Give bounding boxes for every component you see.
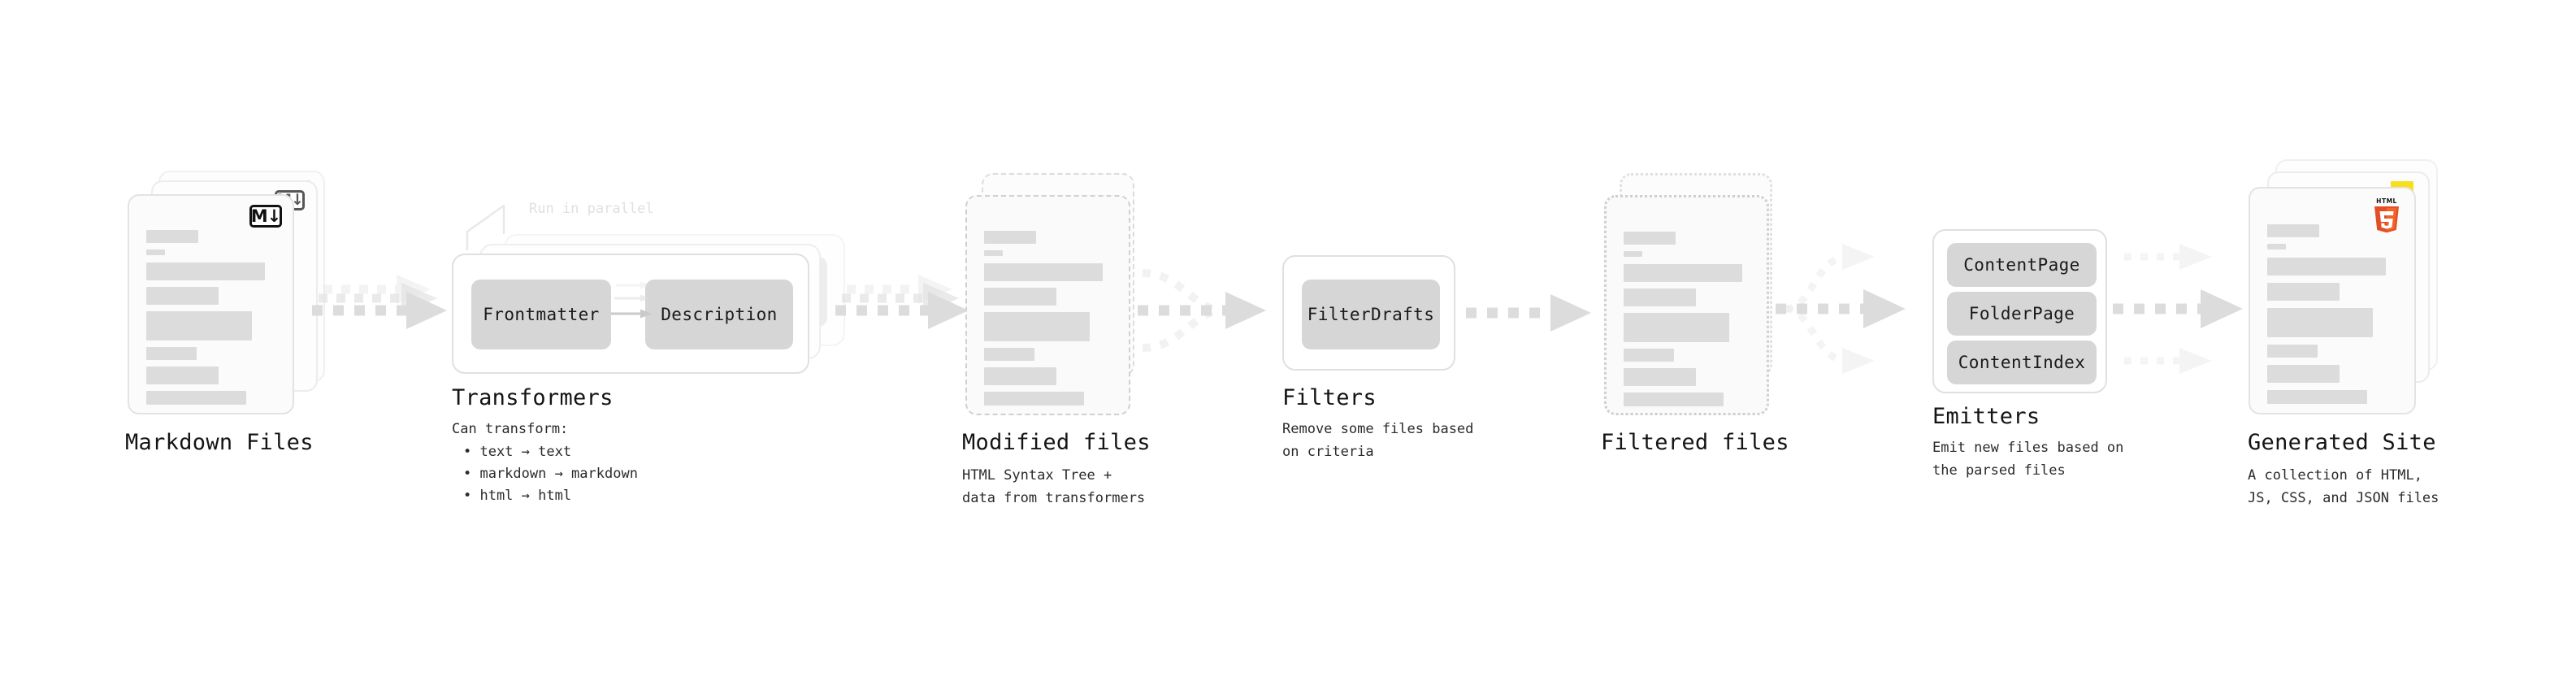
doc-bar — [1624, 264, 1742, 282]
doc-bar — [2267, 345, 2318, 358]
filters-subtitle: Remove some files based on criteria — [1282, 421, 1474, 460]
doc-bar — [146, 367, 219, 384]
doc-bar — [1624, 368, 1696, 386]
emitter-pill-contentpage[interactable]: ContentPage — [1947, 243, 2097, 287]
doc-bar — [984, 367, 1056, 385]
doc-bar — [2267, 258, 2386, 275]
doc-bar — [1624, 349, 1674, 362]
stage-title-transformers: Transformers — [452, 385, 614, 410]
transformer-pill-frontmatter[interactable]: Frontmatter — [471, 280, 611, 349]
doc-bar — [2267, 224, 2319, 237]
doc-bar — [2267, 283, 2340, 301]
modified-card-front — [965, 195, 1130, 415]
arrow-emitters-to-site — [2113, 244, 2243, 374]
doc-bar — [1624, 393, 1724, 406]
transformers-box-front: Frontmatter Description — [452, 254, 809, 374]
doc-bar — [984, 392, 1084, 406]
generated-site-subtitle: A collection of HTML, JS, CSS, and JSON … — [2248, 467, 2439, 506]
transformer-inner-arrows — [611, 281, 652, 319]
doc-bar — [1624, 313, 1729, 342]
emitter-pill-folderpage[interactable]: FolderPage — [1947, 292, 2097, 336]
markdown-badge-front: M↓ — [249, 205, 282, 228]
doc-bar — [984, 231, 1036, 244]
doc-bar — [2267, 244, 2286, 249]
stage-title-filters: Filters — [1282, 385, 1377, 410]
arrow-transformers-to-modified — [835, 275, 969, 329]
doc-bar — [984, 312, 1090, 341]
doc-bar — [984, 263, 1103, 281]
run-in-parallel-label: Run in parallel — [529, 201, 654, 217]
arrow-modified-to-filters — [1138, 269, 1266, 352]
doc-bar — [984, 348, 1034, 361]
doc-bar — [146, 287, 219, 305]
modified-files-subtitle: HTML Syntax Tree + data from transformer… — [962, 467, 1146, 506]
emitter-pill-contentindex[interactable]: ContentIndex — [1947, 340, 2097, 384]
emitters-subtitle: Emit new files based on the parsed files — [1932, 440, 2124, 479]
stage-title-filtered-files: Filtered files — [1601, 430, 1789, 455]
filters-box: FilterDrafts — [1282, 255, 1455, 371]
transformer-pill-description[interactable]: Description — [645, 280, 793, 349]
filter-pill-filterdrafts[interactable]: FilterDrafts — [1302, 280, 1440, 349]
doc-bar — [2267, 365, 2340, 383]
generated-card-front-html: HTML — [2249, 187, 2416, 414]
doc-bar — [984, 288, 1056, 306]
transformers-bullet-2: • html → html — [463, 488, 572, 504]
doc-bar — [146, 347, 197, 360]
transformers-subtitle: Can transform: — [452, 421, 569, 437]
doc-bar — [1624, 232, 1676, 245]
run-in-parallel-leader — [466, 204, 505, 251]
svg-text:HTML: HTML — [2376, 197, 2397, 205]
doc-bar — [146, 262, 265, 280]
stage-title-modified-files: Modified files — [962, 430, 1151, 455]
doc-bar — [2267, 308, 2373, 337]
stage-title-markdown-files: Markdown Files — [125, 430, 314, 455]
arrow-filtered-to-emitters — [1776, 244, 1906, 374]
html5-badge: HTML — [2374, 197, 2399, 233]
doc-bar — [2267, 390, 2367, 404]
arrow-markdown-to-transformers — [312, 275, 447, 329]
doc-bar — [1624, 288, 1696, 306]
doc-bar — [146, 230, 198, 243]
doc-bar — [1624, 251, 1642, 257]
transformers-bullet-0: • text → text — [463, 444, 572, 460]
emitters-box: ContentPage FolderPage ContentIndex — [1932, 229, 2107, 393]
doc-bar — [984, 250, 1003, 256]
stage-title-generated-site: Generated Site — [2248, 430, 2436, 455]
markdown-card-front: M↓ — [128, 194, 294, 414]
stage-title-emitters: Emitters — [1932, 404, 2040, 429]
doc-bar — [146, 249, 165, 255]
doc-bar — [146, 311, 252, 340]
doc-bar — [146, 391, 246, 405]
arrow-filters-to-filtered — [1466, 294, 1591, 332]
transformers-bullet-1: • markdown → markdown — [463, 466, 638, 482]
filtered-card-front — [1604, 195, 1769, 415]
